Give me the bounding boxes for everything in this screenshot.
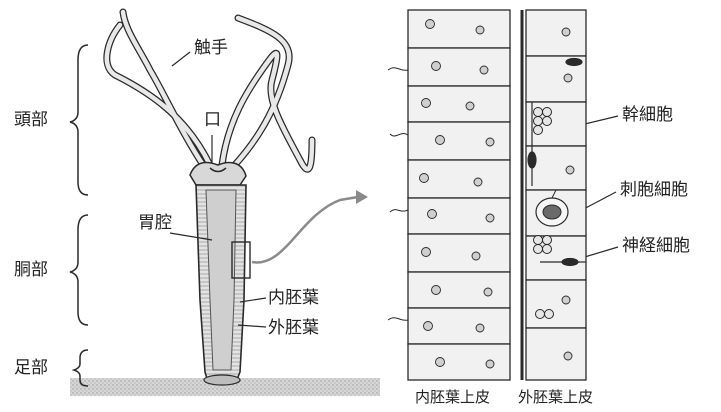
endoderm-flagella <box>388 68 408 321</box>
label-cnidocyte: 刺胞細胞 <box>620 182 688 199</box>
label-ectoderm: 外胚葉 <box>268 320 319 337</box>
label-endoderm: 内胚葉 <box>268 290 319 307</box>
caption-ectodermal-epithelium: 外胚葉上皮 <box>518 390 593 405</box>
label-mouth: 口 <box>204 112 221 129</box>
tentacles <box>107 12 312 169</box>
label-foot: 足部 <box>14 360 48 377</box>
label-stem-cell: 幹細胞 <box>622 107 673 124</box>
magnify-arrow <box>252 197 358 262</box>
hypostome <box>190 162 246 185</box>
region-braces <box>70 45 88 386</box>
caption-endodermal-epithelium: 内胚葉上皮 <box>415 390 490 405</box>
label-tentacle: 触手 <box>194 40 228 57</box>
label-trunk: 胴部 <box>14 262 48 279</box>
label-head: 頭部 <box>14 112 48 129</box>
basal-disc <box>204 375 240 385</box>
epithelium-magnified <box>388 10 586 380</box>
magnify-arrowhead <box>356 190 368 204</box>
label-nerve-cell: 神経細胞 <box>622 238 690 255</box>
label-gastric-cavity: 胃腔 <box>138 215 172 232</box>
